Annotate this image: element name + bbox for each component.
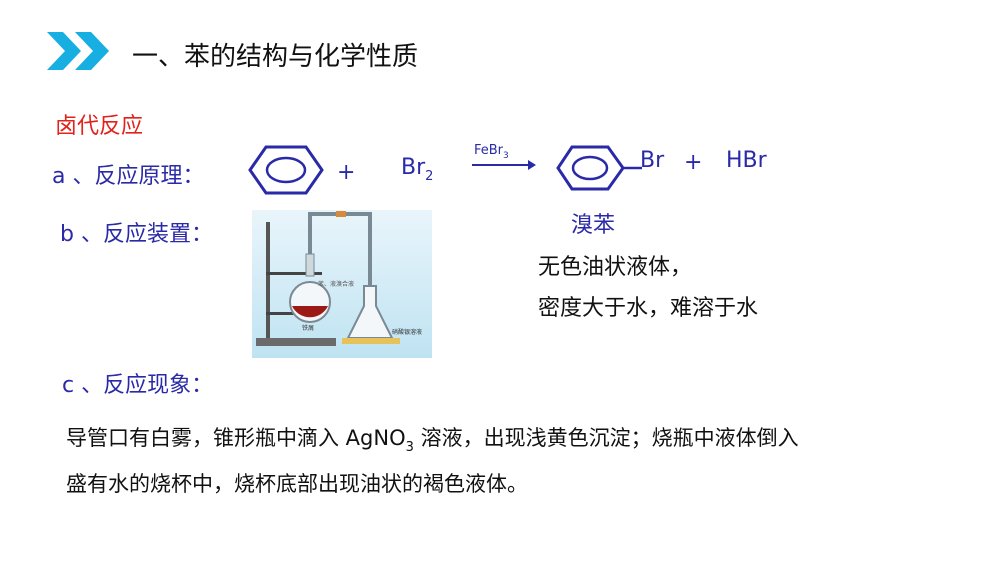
bromobenzene-ring-icon	[556, 145, 642, 191]
product-bromine: Br	[640, 148, 665, 173]
flask-note: 苯、液溴合液	[318, 280, 354, 288]
product-name: 溴苯	[571, 213, 616, 238]
plus-sign: +	[684, 150, 703, 175]
reaction-apparatus-image: 苯、液溴合液 铁屑 硝酸银溶液	[252, 210, 432, 358]
plus-sign: +	[337, 160, 356, 185]
property-line-2: 密度大于水，难溶于水	[538, 296, 759, 321]
reaction-principle-label: a 、反应原理：	[52, 164, 205, 189]
hydrogen-bromide: HBr	[726, 148, 767, 173]
phenomenon-label: c 、反应现象：	[62, 373, 214, 398]
phenomenon-line-1: 导管口有白雾，锥形瓶中滴入 AgNO3 溶液，出现浅黄色沉淀；烧瓶中液体倒入	[66, 426, 799, 455]
double-chevron-right-icon	[47, 32, 109, 70]
iron-note: 铁屑	[302, 324, 314, 332]
catalyst-label: FeBr3	[474, 143, 509, 161]
phenomenon-line-2: 盛有水的烧杯中，烧杯底部出现油状的褐色液体。	[66, 472, 528, 496]
apparatus-label: b 、反应装置：	[60, 222, 213, 247]
solution-note: 硝酸银溶液	[392, 328, 422, 336]
benzene-ring-icon	[248, 145, 324, 195]
bromine-reactant: Br2	[401, 155, 434, 184]
page-title: 一、苯的结构与化学性质	[132, 42, 419, 72]
section-title: 卤代反应	[55, 114, 144, 139]
reaction-arrow-icon	[472, 160, 536, 170]
property-line-1: 无色油状液体，	[538, 255, 693, 280]
